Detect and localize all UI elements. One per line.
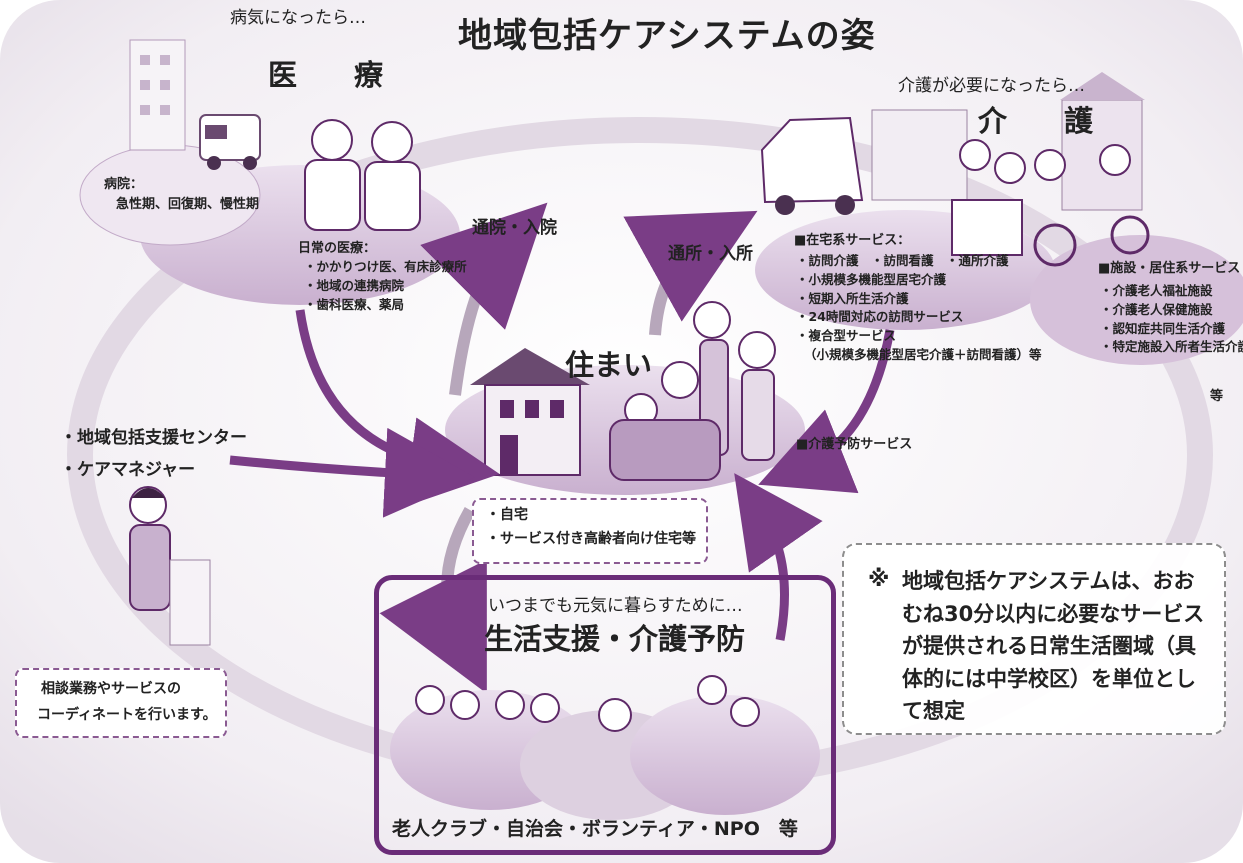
daily-medical-item: ・歯科医療、薬局 — [304, 296, 405, 312]
housing-label: 住まい — [565, 348, 653, 382]
wheelchair-figure — [1033, 144, 1150, 267]
note-text: 地域包括ケアシステムは、おおむね30分以内に必要なサービスが提供される日常生活圏… — [902, 569, 1205, 724]
consult-item: ・地域包括支援センター — [60, 428, 247, 448]
home-service-item: ・短期入所生活介護 — [796, 290, 909, 306]
arrow-home-to-care — [623, 210, 758, 336]
home-service-item: ・小規模多機能型居宅介護 — [796, 271, 947, 287]
daily-medical-item: ・地域の連携病院 — [304, 277, 405, 293]
daily-medical-header: 日常の医療： — [298, 241, 377, 256]
facility-service-item: ・認知症共同生活介護 — [1100, 320, 1226, 336]
hospital-caption: 病院： — [104, 177, 144, 192]
bath-care-figures — [951, 139, 1026, 256]
medical-label: 医 療 — [268, 58, 398, 92]
arrow-consult-to-home — [229, 427, 475, 518]
care-header: 介護が必要になったら… — [898, 76, 1085, 96]
doctor-nurse-figures — [304, 119, 421, 231]
arrow-home-to-medical — [420, 202, 548, 396]
facility-service-item: ・介護老人福祉施設 — [1100, 283, 1213, 298]
consult-note-box: 相談業務やサービスの コーディネートを行います。 — [15, 668, 227, 738]
medical-header: 病気になったら… — [230, 8, 366, 28]
home-service-item: ・訪問介護 ・訪問看護 ・通所介護 — [796, 253, 1009, 268]
home-service-item: ・24時間対応の訪問サービス — [796, 309, 964, 325]
support-header: いつまでも元気に暮らすために… — [488, 596, 743, 616]
facility-service-item: ・特定施設入所者生活介護 — [1100, 339, 1243, 355]
housing-item: ・自宅 — [486, 507, 528, 523]
support-box — [374, 575, 836, 855]
day-service-label: 通所・入所 — [668, 244, 753, 264]
home-service-item: ・複合型サービス — [796, 328, 897, 343]
page-title: 地域包括ケアシステムの姿 — [458, 16, 876, 56]
facility-services-suffix: 等 — [1210, 389, 1224, 404]
consult-item: ・ケアマネジャー — [60, 460, 196, 480]
care-van-icon — [760, 116, 864, 215]
support-footer: 老人クラブ・自治会・ボランティア・NPO 等 — [392, 818, 798, 840]
arrow-support-to-home — [734, 473, 823, 641]
house-icon — [470, 348, 590, 476]
prevention-services: ■介護予防サービス — [796, 437, 913, 452]
home-services-header: ■在宅系サービス： — [794, 233, 911, 248]
hospital-visit-label: 通院・入院 — [472, 218, 557, 238]
consult-note-line: 相談業務やサービスの — [41, 681, 181, 697]
hospital-types: 急性期、回復期、慢性期 — [116, 197, 260, 212]
daily-medical-item: ・かかりつけ医、有床診療所 — [304, 259, 467, 274]
consult-note-line: コーディネートを行います。 — [37, 707, 217, 723]
ambulance-icon — [199, 114, 261, 170]
facility-service-item: ・介護老人保健施設 — [1100, 301, 1213, 317]
home-services-list: ・訪問介護 ・訪問看護 ・通所介護 ・小規模多機能型居宅介護 ・短期入所生活介護… — [796, 252, 1042, 365]
daily-medical-list: ・かかりつけ医、有床診療所 ・地域の連携病院 ・歯科医療、薬局 — [304, 258, 467, 314]
housing-item: ・サービス付き高齢者向け住宅等 — [486, 531, 696, 547]
hospital-icon — [129, 39, 186, 151]
housing-box: ・自宅 ・サービス付き高齢者向け住宅等 — [472, 498, 708, 564]
care-manager-figure — [129, 486, 211, 646]
facility-services-list: ・介護老人福祉施設 ・介護老人保健施設 ・認知症共同生活介護 ・特定施設入所者生… — [1100, 282, 1243, 357]
home-service-item: （小規模多機能型居宅介護＋訪問看護）等 — [804, 346, 1042, 362]
facility-services-header: ■施設・居住系サービス — [1098, 261, 1241, 276]
facility-care-ellipse — [1030, 235, 1243, 365]
note-box: ※ 地域包括ケアシステムは、おおむね30分以内に必要なサービスが提供される日常生… — [842, 543, 1226, 735]
support-label: 生活支援・介護予防 — [484, 622, 746, 656]
elderly-group-figures — [415, 675, 760, 732]
care-label: 介 護 — [978, 104, 1108, 138]
support-ellipse-right — [630, 695, 820, 815]
note-mark: ※ — [868, 567, 890, 592]
arrow-care-to-home — [758, 329, 895, 494]
